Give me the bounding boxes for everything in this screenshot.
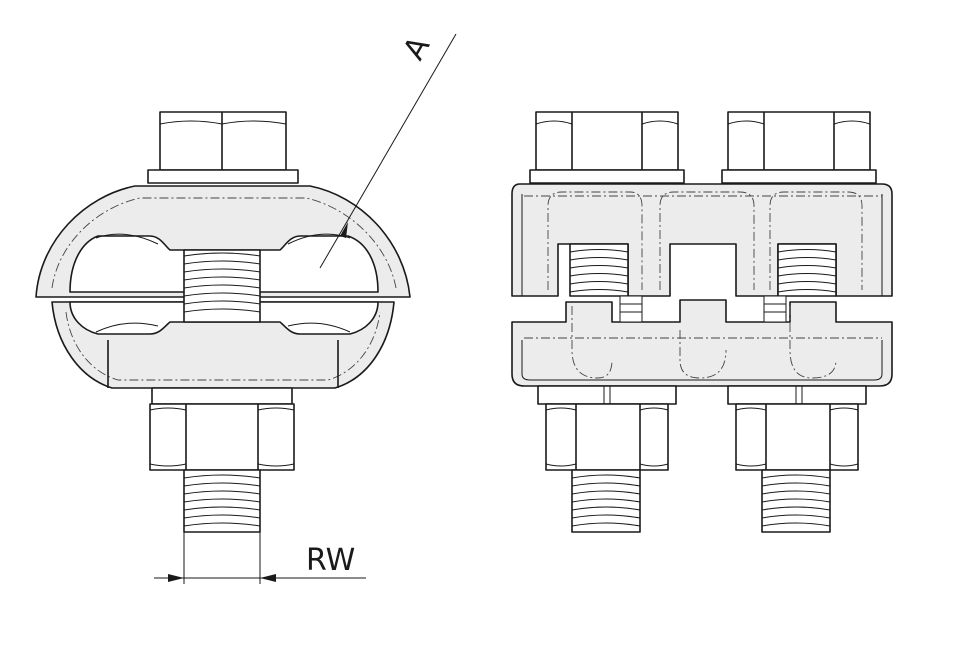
center-thread — [183, 249, 261, 323]
upper-shell — [35, 185, 411, 298]
mid-threads — [619, 295, 787, 323]
top-bolt-head-right — [721, 111, 877, 184]
wire-label: A — [397, 30, 438, 66]
lower-body — [511, 299, 893, 387]
front-view — [511, 111, 893, 533]
rw-label: RW — [306, 543, 355, 578]
rw-dimension: RW — [154, 532, 366, 584]
lower-nut-right — [735, 403, 859, 471]
wire-leader: A — [319, 30, 457, 269]
bottom-nut — [149, 387, 295, 471]
side-view: RW A — [35, 30, 457, 584]
bolt-thread — [183, 469, 261, 533]
lower-thread-right — [761, 469, 831, 533]
top-bolt-head-left — [529, 111, 685, 184]
top-bolt-head — [147, 111, 299, 184]
lower-thread-left — [571, 469, 641, 533]
lower-washers — [537, 385, 867, 405]
lower-nut-left — [545, 403, 669, 471]
upper-body — [511, 183, 893, 297]
upper-threads — [569, 243, 837, 297]
